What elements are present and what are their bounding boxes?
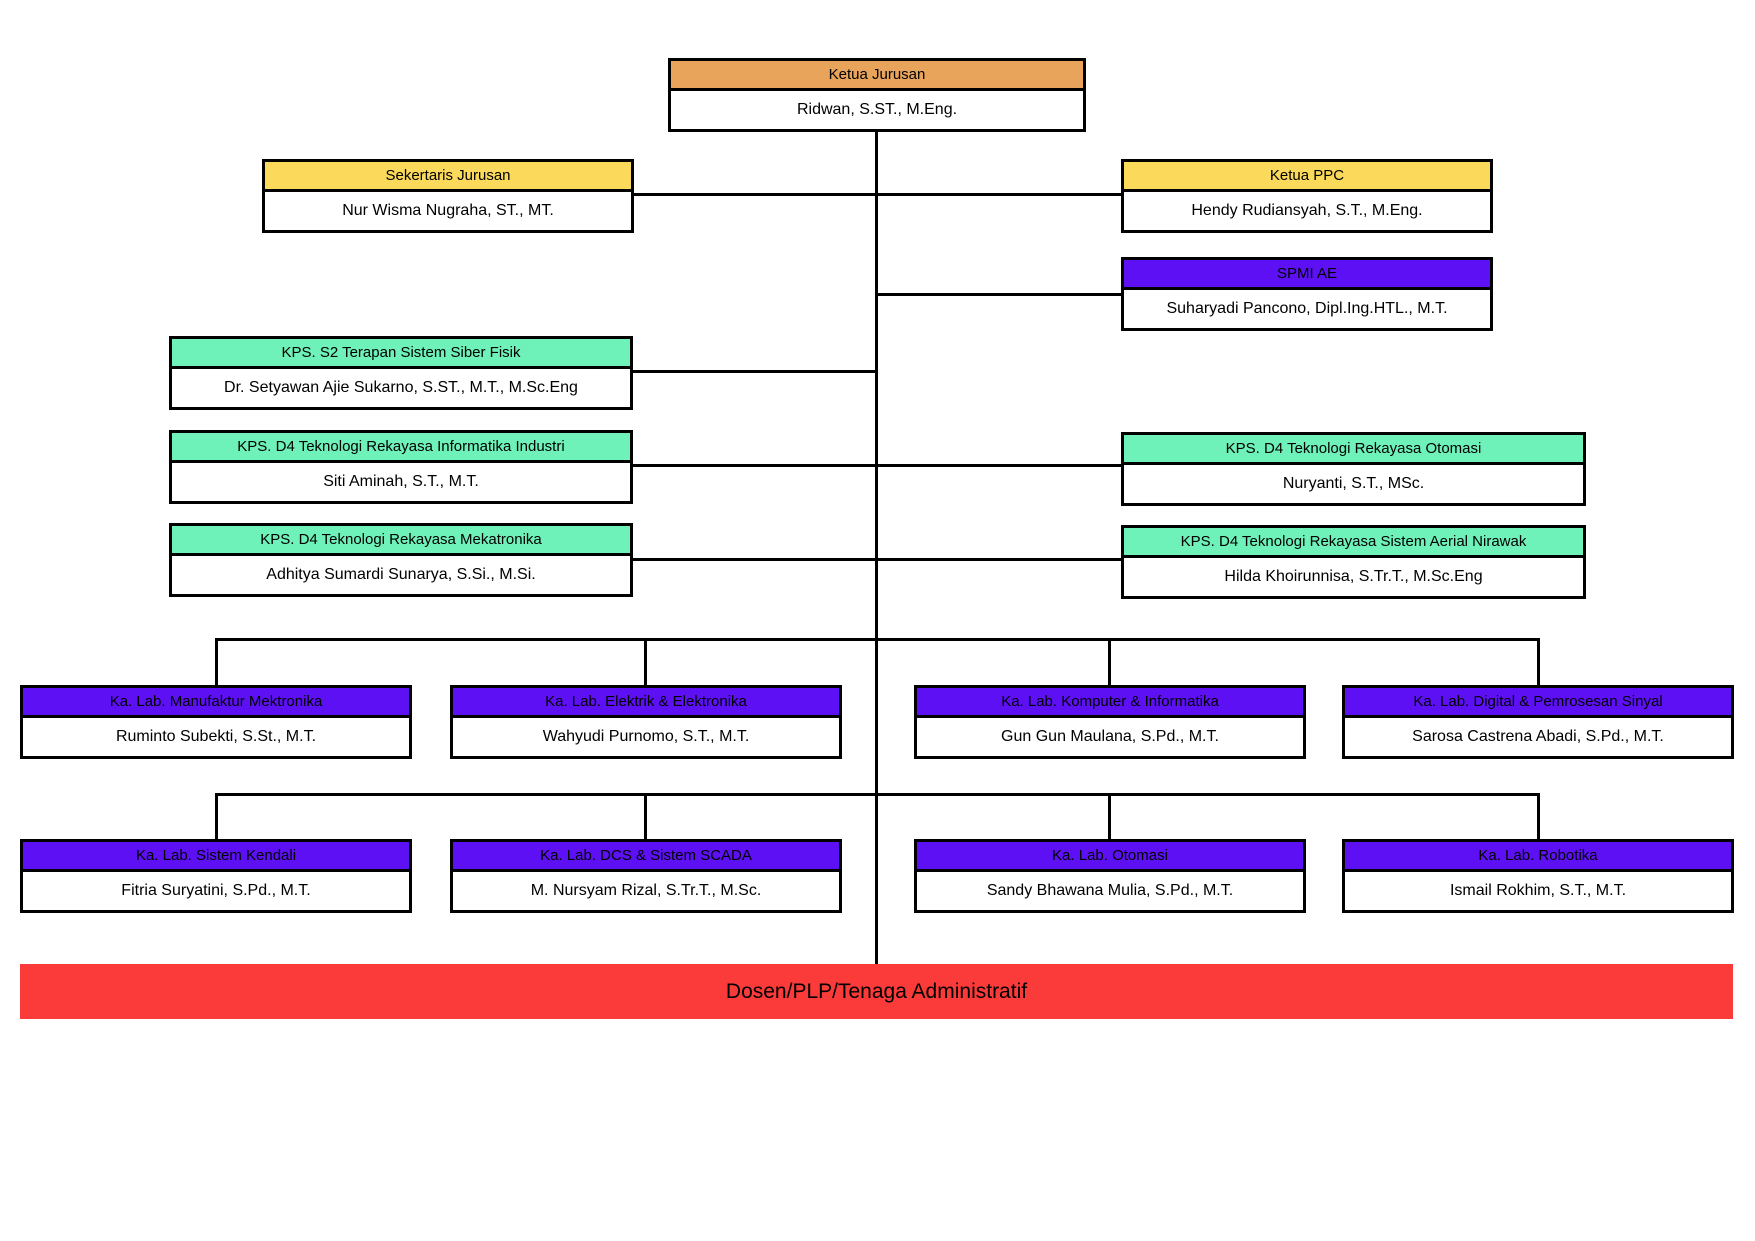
org-box-title: Ka. Lab. Digital & Pemrosesan Sinyal [1345,688,1731,718]
org-box-person: Wahyudi Purnomo, S.T., M.T. [453,718,839,756]
org-box-title: Ketua PPC [1124,162,1490,192]
org-box-lab-otomasi: Ka. Lab. Otomasi Sandy Bhawana Mulia, S.… [914,839,1306,913]
org-box-title: Ketua Jurusan [671,61,1083,91]
org-box-person: Ismail Rokhim, S.T., M.T. [1345,872,1731,910]
org-box-kps-s2-siber-fisik: KPS. S2 Terapan Sistem Siber Fisik Dr. S… [169,336,633,410]
org-box-person: Fitria Suryatini, S.Pd., M.T. [23,872,409,910]
org-box-ketua-jurusan: Ketua Jurusan Ridwan, S.ST., M.Eng. [668,58,1086,132]
org-box-title: Ka. Lab. Elektrik & Elektronika [453,688,839,718]
org-box-person: Siti Aminah, S.T., M.T. [172,463,630,501]
org-box-person: Hilda Khoirunnisa, S.Tr.T., M.Sc.Eng [1124,558,1583,596]
connector-drop-manufaktur [215,638,218,685]
org-box-lab-manufaktur: Ka. Lab. Manufaktur Mektronika Ruminto S… [20,685,412,759]
org-box-person: Hendy Rudiansyah, S.T., M.Eng. [1124,192,1490,230]
org-box-kps-d4-aerial-nirawak: KPS. D4 Teknologi Rekayasa Sistem Aerial… [1121,525,1586,599]
org-box-person: Adhitya Sumardi Sunarya, S.Si., M.Si. [172,556,630,594]
connector-spmi [876,293,1123,296]
connector-spine [875,131,878,966]
connector-drop-kendali [215,793,218,839]
org-box-title: Ka. Lab. Manufaktur Mektronika [23,688,409,718]
org-box-kps-d4-otomasi: KPS. D4 Teknologi Rekayasa Otomasi Nurya… [1121,432,1586,506]
org-box-title: Ka. Lab. Robotika [1345,842,1731,872]
org-box-title: KPS. S2 Terapan Sistem Siber Fisik [172,339,630,369]
org-box-lab-komputer: Ka. Lab. Komputer & Informatika Gun Gun … [914,685,1306,759]
org-box-lab-robotika: Ka. Lab. Robotika Ismail Rokhim, S.T., M… [1342,839,1734,913]
org-box-kps-d4-mekatronika: KPS. D4 Teknologi Rekayasa Mekatronika A… [169,523,633,597]
connector-drop-elektrik [644,638,647,685]
org-box-title: KPS. D4 Teknologi Rekayasa Informatika I… [172,433,630,463]
connector-kps-row2 [631,464,1123,467]
org-box-person: Nuryanti, S.T., MSc. [1124,465,1583,503]
org-box-title: KPS. D4 Teknologi Rekayasa Mekatronika [172,526,630,556]
org-box-person: Sarosa Castrena Abadi, S.Pd., M.T. [1345,718,1731,756]
org-box-title: Ka. Lab. Otomasi [917,842,1303,872]
org-box-title: Ka. Lab. DCS & Sistem SCADA [453,842,839,872]
org-box-sekertaris-jurusan: Sekertaris Jurusan Nur Wisma Nugraha, ST… [262,159,634,233]
org-box-spmi-ae: SPMI AE Suharyadi Pancono, Dipl.Ing.HTL.… [1121,257,1493,331]
org-box-ketua-ppc: Ketua PPC Hendy Rudiansyah, S.T., M.Eng. [1121,159,1493,233]
connector-lab-bus-2 [215,793,1540,796]
connector-drop-otomasi [1108,793,1111,839]
org-box-title: SPMI AE [1124,260,1490,290]
org-box-person: M. Nursyam Rizal, S.Tr.T., M.Sc. [453,872,839,910]
org-box-person: Ruminto Subekti, S.St., M.T. [23,718,409,756]
connector-drop-robotika [1537,793,1540,839]
connector-sekertaris-ppc [634,193,1123,196]
banner-dosen-plp: Dosen/PLP/Tenaga Administratif [20,964,1733,1019]
connector-drop-komputer [1108,638,1111,685]
org-box-person: Gun Gun Maulana, S.Pd., M.T. [917,718,1303,756]
org-box-person: Ridwan, S.ST., M.Eng. [671,91,1083,129]
org-box-title: KPS. D4 Teknologi Rekayasa Sistem Aerial… [1124,528,1583,558]
connector-lab-bus-1 [215,638,1540,641]
connector-kps-s2 [631,370,877,373]
org-box-title: Ka. Lab. Sistem Kendali [23,842,409,872]
org-box-person: Dr. Setyawan Ajie Sukarno, S.ST., M.T., … [172,369,630,407]
org-box-title: Ka. Lab. Komputer & Informatika [917,688,1303,718]
org-box-lab-dcs-scada: Ka. Lab. DCS & Sistem SCADA M. Nursyam R… [450,839,842,913]
org-box-person: Sandy Bhawana Mulia, S.Pd., M.T. [917,872,1303,910]
connector-kps-row3 [631,558,1123,561]
org-box-title: KPS. D4 Teknologi Rekayasa Otomasi [1124,435,1583,465]
org-box-lab-digital: Ka. Lab. Digital & Pemrosesan Sinyal Sar… [1342,685,1734,759]
org-box-person: Nur Wisma Nugraha, ST., MT. [265,192,631,230]
connector-drop-digital [1537,638,1540,685]
org-box-lab-elektrik: Ka. Lab. Elektrik & Elektronika Wahyudi … [450,685,842,759]
org-box-lab-sistem-kendali: Ka. Lab. Sistem Kendali Fitria Suryatini… [20,839,412,913]
connector-drop-dcs [644,793,647,839]
org-box-title: Sekertaris Jurusan [265,162,631,192]
org-box-person: Suharyadi Pancono, Dipl.Ing.HTL., M.T. [1124,290,1490,328]
org-box-kps-d4-informatika-industri: KPS. D4 Teknologi Rekayasa Informatika I… [169,430,633,504]
